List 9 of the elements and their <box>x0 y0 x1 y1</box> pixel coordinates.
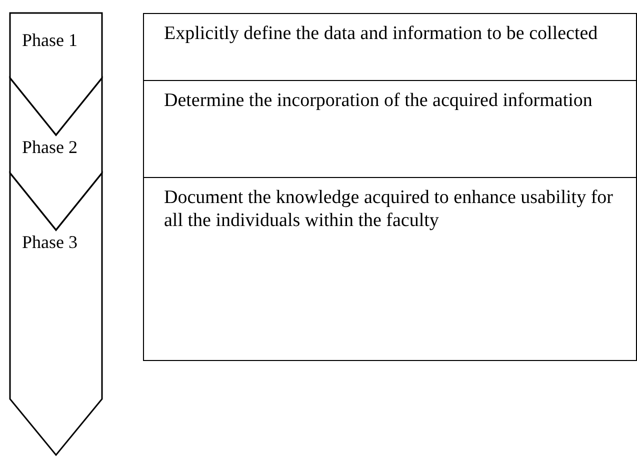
description-text: Document the knowledge acquired to enhance usability for all the individuals within the faculty <box>164 186 614 232</box>
phase-label: Phase 2 <box>22 137 78 157</box>
description-box <box>143 177 637 361</box>
description-box <box>143 13 637 81</box>
description-text: Explicitly define the data and information to be collected <box>164 22 599 45</box>
description-text: Determine the incorporation of the acquired information <box>164 89 594 112</box>
description-box <box>143 80 637 178</box>
phase-label: Phase 1 <box>22 30 78 50</box>
phase-label: Phase 3 <box>22 232 78 252</box>
